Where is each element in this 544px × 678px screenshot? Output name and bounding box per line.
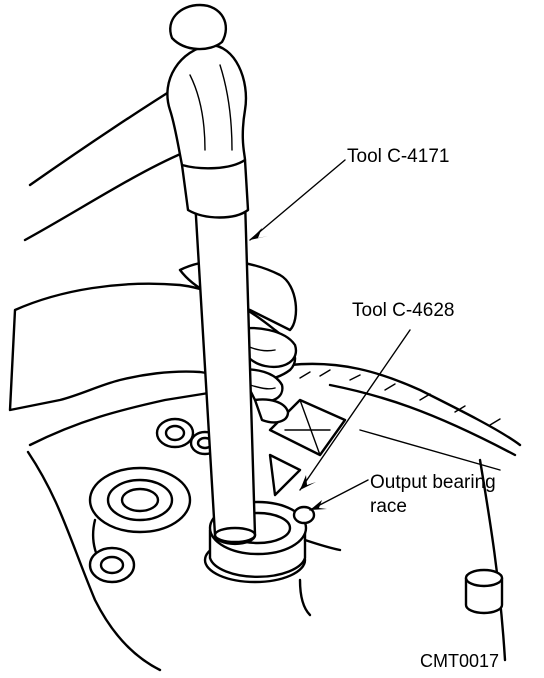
label-tool-c4171: Tool C-4171 xyxy=(347,146,450,167)
label-output-bearing: Output bearing xyxy=(370,472,496,493)
hands xyxy=(8,83,298,424)
tool-c4171-handle xyxy=(166,3,257,546)
label-tool-c4628: Tool C-4628 xyxy=(352,300,455,321)
figure-code: CMT0017 xyxy=(420,651,500,671)
case-bosses xyxy=(88,417,221,584)
plug-cap xyxy=(464,568,504,615)
label-race: race xyxy=(370,496,407,517)
leader-lines xyxy=(249,159,411,511)
transmission-case xyxy=(26,362,522,672)
